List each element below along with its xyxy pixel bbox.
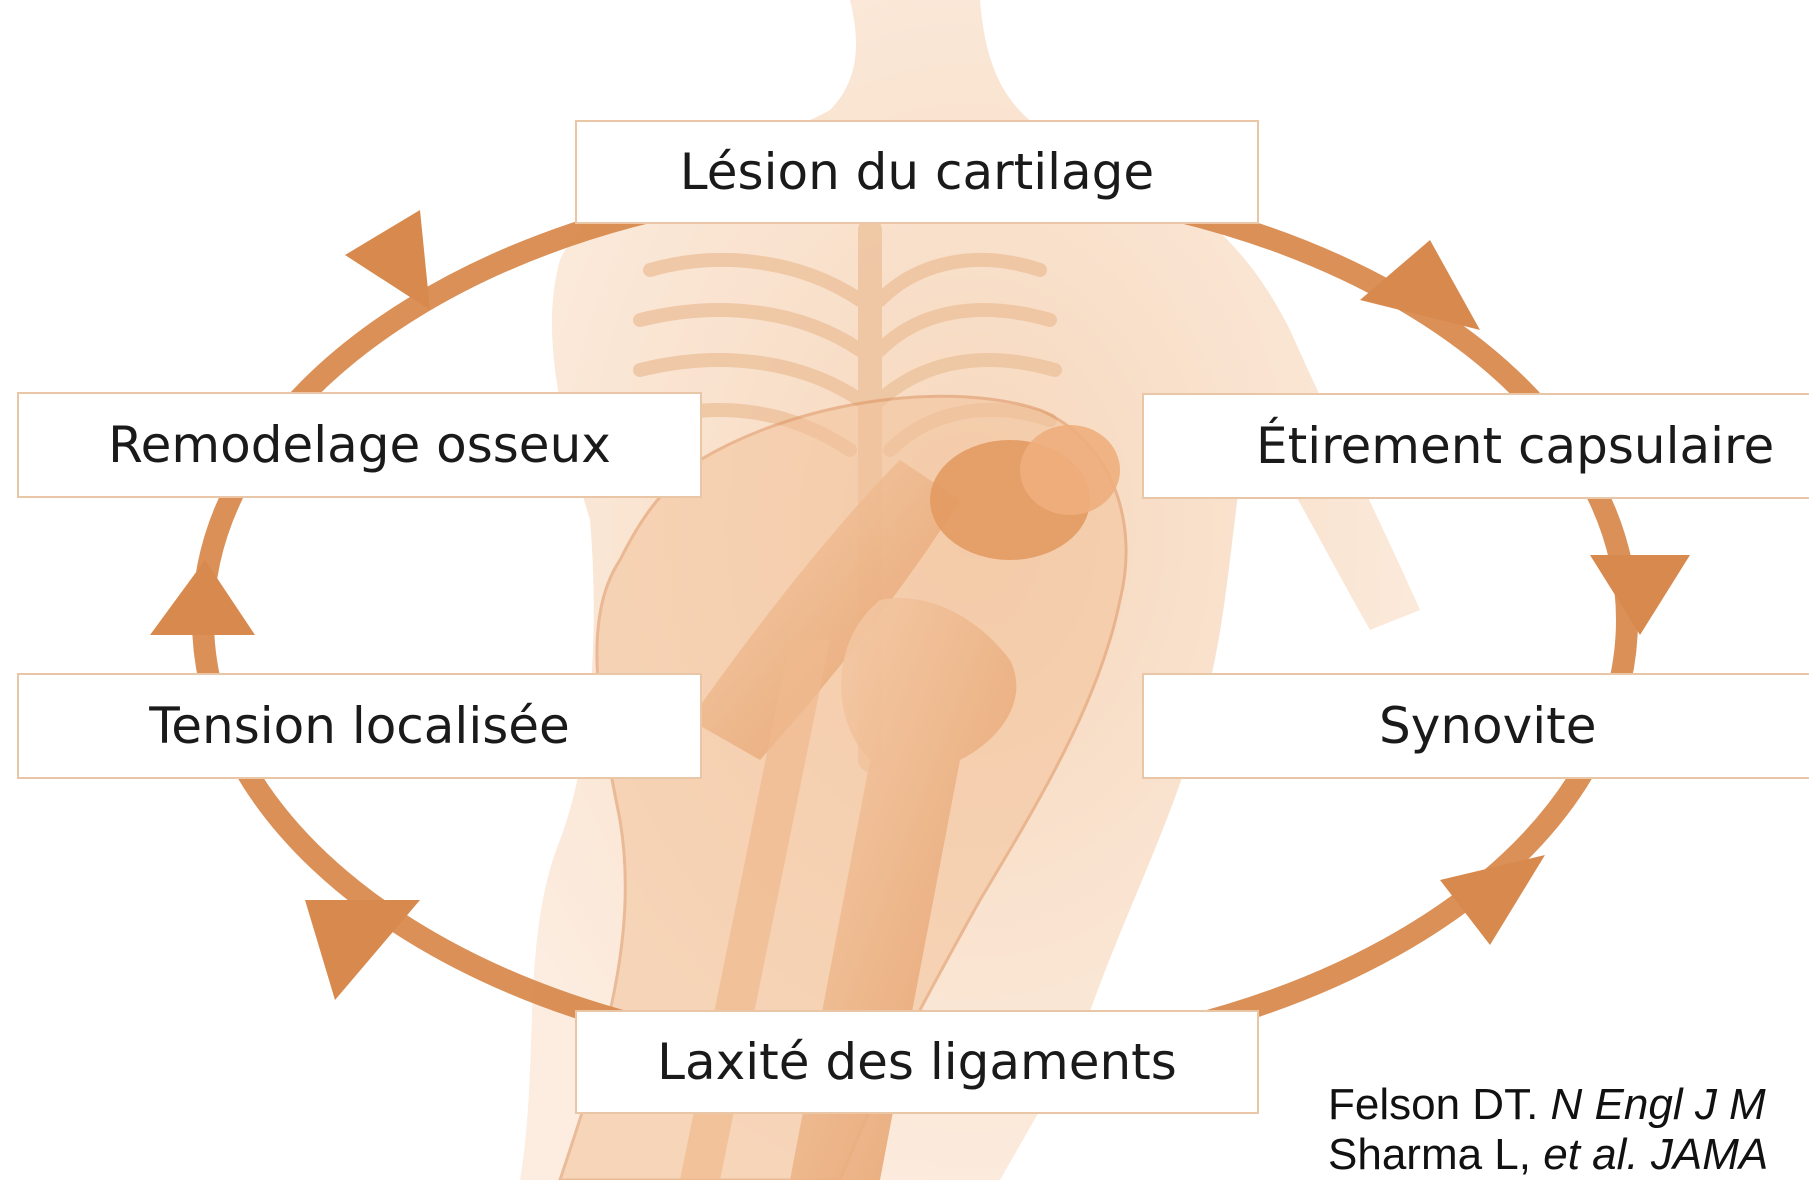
- citation-journal-1: N Engl J M: [1551, 1080, 1766, 1129]
- arrow-top-left: [345, 210, 430, 310]
- arrow-left: [150, 560, 255, 635]
- cycle-step-cartilage-lesion: Lésion du cartilage: [575, 120, 1259, 224]
- citation-journal-2: JAMA: [1651, 1130, 1768, 1179]
- arrow-bottom-right: [1440, 855, 1545, 945]
- citation-author-2: Sharma L,: [1328, 1130, 1531, 1179]
- cycle-step-ligament-laxity: Laxité des ligaments: [575, 1010, 1259, 1114]
- citation: Felson DT. N Engl J M Sharma L, et al. J…: [1328, 1080, 1768, 1180]
- cycle-step-capsular-stretch: Étirement capsulaire: [1142, 393, 1809, 499]
- cycle-step-bone-remodeling: Remodelage osseux: [17, 392, 702, 498]
- cycle-step-localized-stress: Tension localisée: [17, 673, 702, 779]
- citation-etal: et al.: [1543, 1130, 1638, 1179]
- arrow-bottom-left: [305, 900, 420, 1000]
- citation-line-1: Felson DT. N Engl J M: [1328, 1080, 1768, 1130]
- cycle-step-synovitis: Synovite: [1142, 673, 1809, 779]
- arrow-right: [1590, 555, 1690, 635]
- citation-line-2: Sharma L, et al. JAMA: [1328, 1130, 1768, 1180]
- citation-author-1: Felson DT.: [1328, 1080, 1538, 1129]
